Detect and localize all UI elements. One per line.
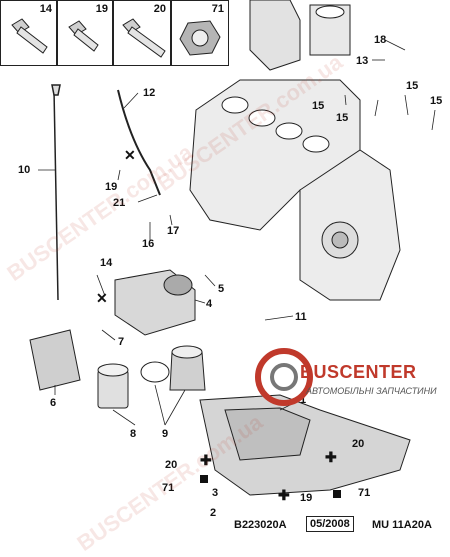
callout-17: 17 bbox=[167, 225, 180, 237]
callout-15c: 15 bbox=[406, 80, 419, 92]
callout-71a: 71 bbox=[162, 482, 175, 494]
panel-label: 14 bbox=[39, 3, 52, 15]
callout-19a: 19 bbox=[105, 181, 118, 193]
callout-18: 18 bbox=[374, 34, 387, 46]
logo-mark bbox=[255, 348, 313, 406]
buscenter-logo: BUSCENTER АВТОМОБІЛЬНІ ЗАПЧАСТИНИ bbox=[254, 342, 444, 412]
panel-19: 19 bbox=[57, 0, 113, 66]
dipstick-tube bbox=[117, 89, 161, 196]
callout-6: 6 bbox=[50, 397, 57, 409]
callout-7: 7 bbox=[118, 336, 125, 348]
filter-element bbox=[97, 363, 129, 409]
logo-subtitle: АВТОМОБІЛЬНІ ЗАПЧАСТИНИ bbox=[306, 386, 437, 396]
svg-text:✚: ✚ bbox=[200, 452, 212, 468]
bolt-flanged-short-icon bbox=[68, 20, 99, 52]
bolt-flanged-long-icon bbox=[122, 18, 166, 58]
callout-13: 13 bbox=[356, 55, 369, 67]
callout-2: 2 bbox=[210, 507, 217, 519]
footer-engine: MU 11A20A bbox=[372, 519, 432, 531]
oil-cooler bbox=[29, 329, 81, 391]
panel-14: 14 bbox=[0, 0, 57, 66]
svg-text:✚: ✚ bbox=[278, 487, 290, 503]
footer-date: 05/2008 bbox=[306, 516, 354, 532]
marker-71-right bbox=[333, 490, 341, 498]
panel-label: 71 bbox=[211, 3, 224, 15]
dipstick bbox=[51, 84, 61, 301]
panel-20: 20 bbox=[113, 0, 171, 66]
callout-19b: 19 bbox=[300, 492, 313, 504]
leader-lines bbox=[38, 39, 436, 426]
hex-nut-icon bbox=[179, 20, 221, 56]
callout-10: 10 bbox=[18, 164, 31, 176]
callout-20a: 20 bbox=[165, 459, 178, 471]
callout-14: 14 bbox=[100, 257, 113, 269]
callout-21: 21 bbox=[113, 197, 126, 209]
callout-3: 3 bbox=[212, 487, 219, 499]
callout-11: 11 bbox=[295, 311, 307, 323]
callout-1: 1 bbox=[300, 394, 307, 406]
fastener-markers: ✕ ✕ ✚ ✚ ✚ bbox=[96, 147, 341, 503]
svg-text:✕: ✕ bbox=[124, 147, 136, 163]
callout-16: 16 bbox=[142, 238, 155, 250]
filter-cap bbox=[169, 345, 206, 391]
bolt-flanged-icon bbox=[11, 18, 48, 54]
footer-code: B223020A bbox=[234, 519, 287, 531]
svg-text:✕: ✕ bbox=[96, 290, 108, 306]
callout-15d: 15 bbox=[430, 95, 443, 107]
callout-15a: 15 bbox=[312, 100, 325, 112]
callout-5: 5 bbox=[218, 283, 225, 295]
panel-label: 20 bbox=[153, 3, 166, 15]
callout-12: 12 bbox=[143, 87, 156, 99]
svg-text:✚: ✚ bbox=[325, 449, 337, 465]
callout-15b: 15 bbox=[336, 112, 349, 124]
panel-71: 71 bbox=[171, 0, 229, 66]
callout-4: 4 bbox=[206, 298, 213, 310]
callout-9: 9 bbox=[162, 428, 169, 440]
marker-71-left bbox=[200, 475, 208, 483]
callout-20b: 20 bbox=[352, 438, 365, 450]
oil-filter-housing bbox=[114, 269, 196, 336]
logo-brand: BUSCENTER bbox=[300, 362, 417, 382]
panel-label: 19 bbox=[95, 3, 108, 15]
engine-block bbox=[189, 0, 401, 301]
callout-8: 8 bbox=[130, 428, 137, 440]
parts-diagram: ✕ ✕ ✚ ✚ ✚ bbox=[29, 0, 436, 503]
o-ring bbox=[140, 361, 170, 383]
callout-71b: 71 bbox=[358, 487, 371, 499]
